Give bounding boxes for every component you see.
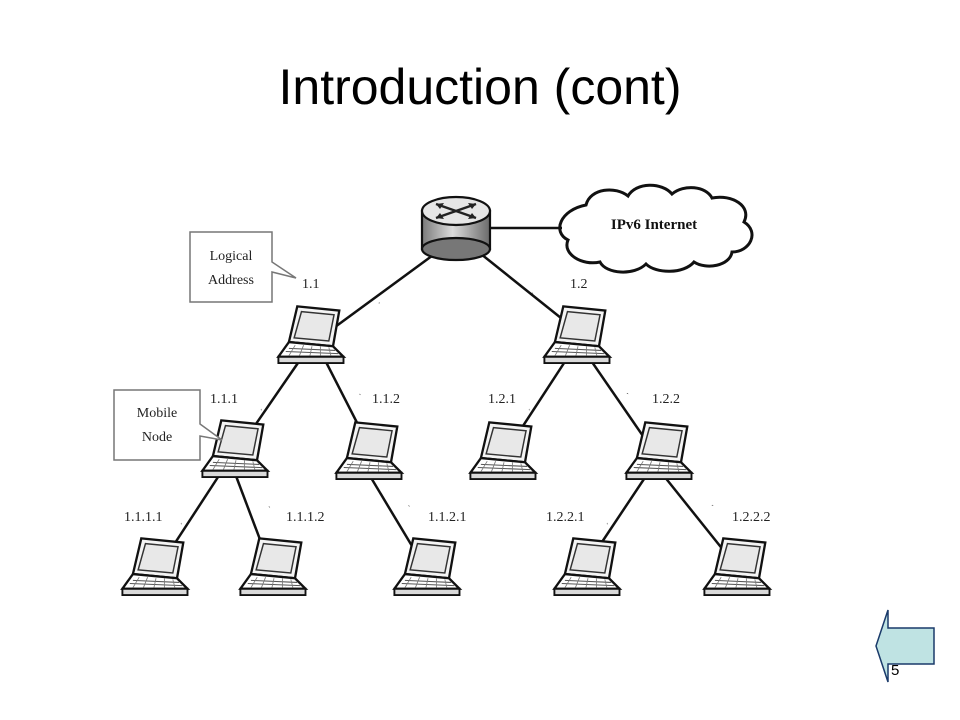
laptop-icon	[121, 537, 189, 597]
wireless-bolts	[179, 291, 725, 538]
laptop-icon	[543, 305, 611, 365]
laptop-icon	[625, 421, 693, 481]
node-label: 1.2.2.1	[546, 510, 585, 525]
node-label: 1.2.2	[652, 392, 680, 407]
internet-cloud: IPv6 Internet	[558, 183, 754, 274]
wireless-bolt-icon	[179, 511, 189, 538]
node-label: 1.1.2	[372, 392, 400, 407]
node-label: 1.1	[302, 277, 320, 292]
wireless-bolt-icon	[605, 511, 615, 538]
callout-text: Mobile	[137, 406, 177, 421]
wireless-bolt-icon	[616, 391, 639, 403]
laptop-icon	[201, 419, 269, 479]
wireless-bolt-icon	[700, 503, 725, 514]
callout-text: Address	[208, 273, 254, 288]
link-root-n1	[319, 248, 441, 340]
wireless-bolt-icon	[398, 503, 421, 516]
node-label: 1.2.2.2	[732, 510, 771, 525]
laptop-icon	[277, 305, 345, 365]
node-label: 1.1.1.2	[286, 510, 325, 525]
laptop-icon	[393, 537, 461, 597]
callout-text: Logical	[210, 249, 253, 264]
callout-logical-address: Logical Address	[189, 231, 297, 303]
node-label: 1.2.1	[488, 392, 516, 407]
node-label: 1.1.1.1	[124, 510, 163, 525]
laptop-icon	[469, 421, 537, 481]
node-label: 1.1.2.1	[428, 510, 467, 525]
wireless-bolt-icon	[350, 391, 371, 404]
node-label: 1.2	[570, 277, 588, 292]
page-number: 5	[891, 662, 900, 679]
laptop-icon	[703, 537, 771, 597]
node-labels: 1.1 1.2 1.1.1 1.1.2 1.2.1 1.2.2 1.1.1.1 …	[124, 277, 771, 525]
node-label: 1.1.1	[210, 392, 238, 407]
router-icon	[420, 195, 492, 262]
back-arrow-button[interactable]	[875, 609, 935, 683]
wireless-bolt-icon	[519, 291, 545, 302]
laptop-icon	[553, 537, 621, 597]
laptop-icon	[335, 421, 403, 481]
laptop-icon	[239, 537, 307, 597]
wireless-bolt-icon	[261, 504, 278, 517]
cloud-label: IPv6 Internet	[611, 217, 697, 233]
laptops	[121, 305, 771, 597]
callout-text: Node	[142, 430, 172, 445]
slide-title: Introduction (cont)	[278, 59, 682, 115]
callout-mobile-node: Mobile Node	[113, 389, 223, 461]
